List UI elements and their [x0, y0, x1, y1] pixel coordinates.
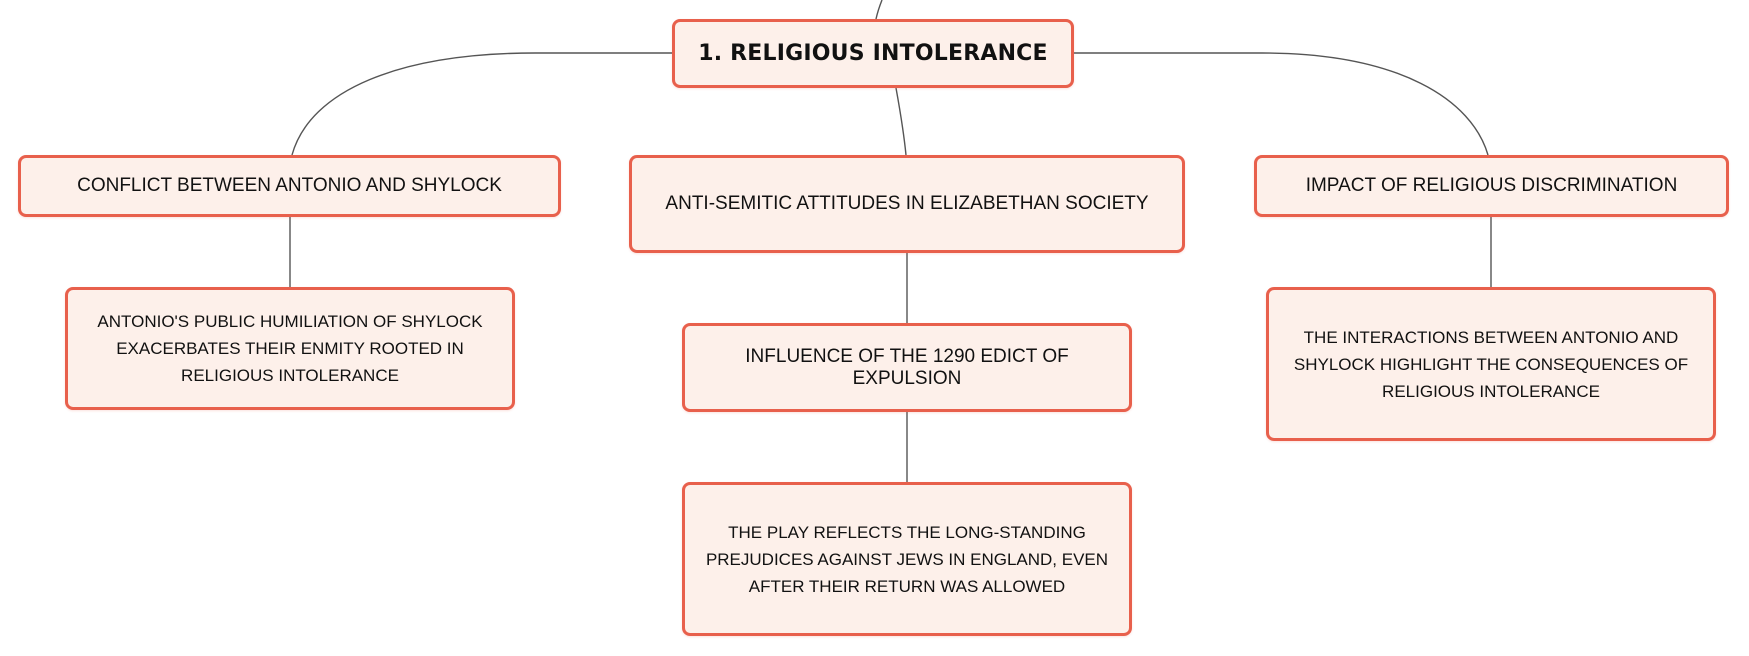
connector-root-to-impact	[1074, 52, 1489, 156]
connector-root-to-conflict	[291, 52, 672, 156]
leaf-label-prejudices: THE PLAY REFLECTS THE LONG-STANDING PREJ…	[705, 522, 1109, 596]
leaf-node-prejudices[interactable]: THE PLAY REFLECTS THE LONG-STANDING PREJ…	[682, 482, 1132, 636]
connector-incoming-root	[875, 0, 883, 20]
leaf-label-humiliation: ANTONIO'S PUBLIC HUMILIATION OF SHYLOCK …	[97, 312, 483, 385]
leaf-node-interactions[interactable]: THE INTERACTIONS BETWEEN ANTONIO AND SHY…	[1266, 287, 1716, 441]
root-topic-node[interactable]: 1. RELIGIOUS INTOLERANCE	[672, 19, 1074, 88]
subbranch-label-edict: INFLUENCE OF THE 1290 EDICT OF EXPULSION	[745, 345, 1069, 389]
leaf-node-humiliation[interactable]: ANTONIO'S PUBLIC HUMILIATION OF SHYLOCK …	[65, 287, 515, 410]
branch-node-impact[interactable]: IMPACT OF RELIGIOUS DISCRIMINATION	[1254, 155, 1729, 217]
branch-node-antisemitic[interactable]: ANTI-SEMITIC ATTITUDES IN ELIZABETHAN SO…	[629, 155, 1185, 253]
subbranch-node-edict[interactable]: INFLUENCE OF THE 1290 EDICT OF EXPULSION	[682, 323, 1132, 412]
root-topic-label: 1. RELIGIOUS INTOLERANCE	[698, 41, 1048, 66]
connector-root-to-antisemitic	[895, 87, 907, 156]
branch-label-antisemitic: ANTI-SEMITIC ATTITUDES IN ELIZABETHAN SO…	[665, 193, 1149, 214]
branch-label-impact: IMPACT OF RELIGIOUS DISCRIMINATION	[1305, 175, 1678, 196]
branch-node-conflict[interactable]: CONFLICT BETWEEN ANTONIO AND SHYLOCK	[18, 155, 561, 217]
leaf-label-interactions: THE INTERACTIONS BETWEEN ANTONIO AND SHY…	[1293, 327, 1689, 401]
branch-label-conflict: CONFLICT BETWEEN ANTONIO AND SHYLOCK	[77, 175, 502, 196]
